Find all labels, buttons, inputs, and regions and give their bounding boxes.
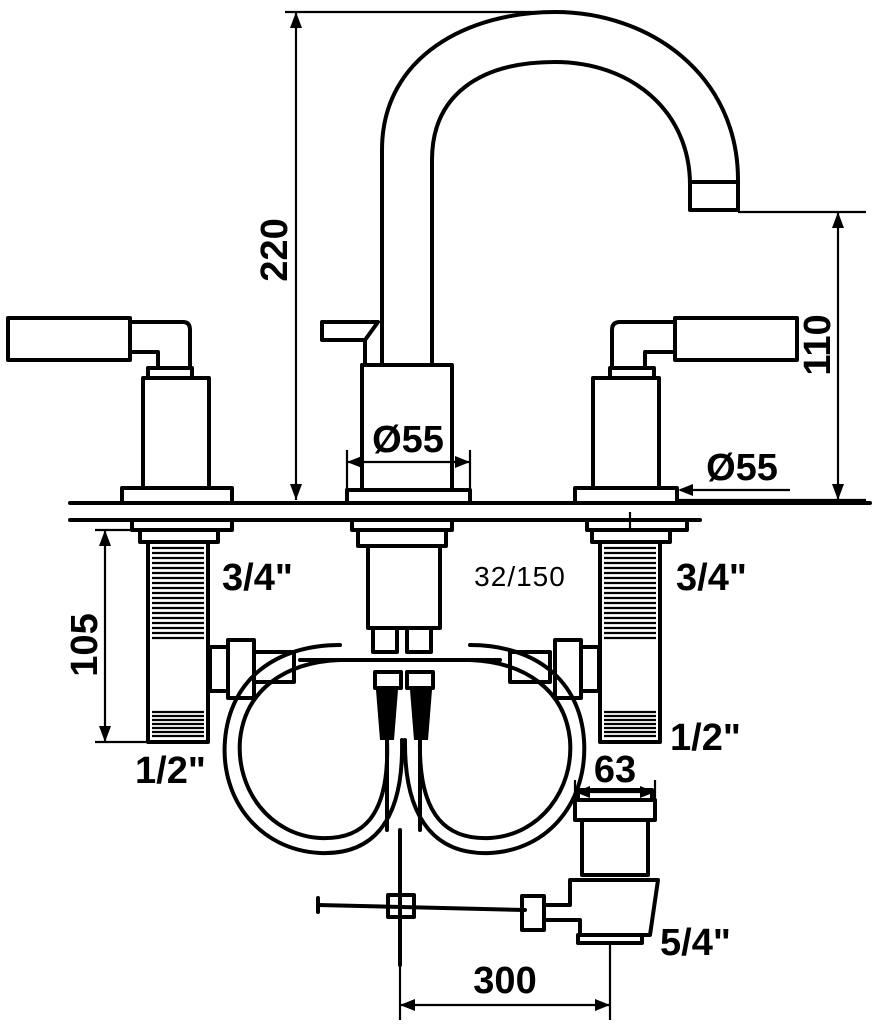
dimension-labels: 220 110 Ø55 Ø55 105 63 300 32/150 3/4" 3… xyxy=(64,218,839,1002)
thread-drain: 5/4" xyxy=(660,922,731,964)
supply-hoses xyxy=(208,638,601,856)
popup-drain xyxy=(316,788,660,967)
dim-63: 63 xyxy=(594,749,636,791)
right-shank xyxy=(585,518,689,744)
dim-105: 105 xyxy=(64,613,106,676)
countertop xyxy=(68,501,872,522)
thread-right-inlet: 3/4" xyxy=(676,557,747,599)
thread-left-outlet: 1/2" xyxy=(135,750,206,792)
thread-left-inlet: 3/4" xyxy=(222,557,293,599)
dim-110: 110 xyxy=(797,314,839,375)
left-handle xyxy=(6,316,234,505)
dim-300: 300 xyxy=(473,960,536,1002)
center-shank xyxy=(350,518,454,832)
dim-spout-diameter: Ø55 xyxy=(372,419,444,461)
right-shank-threads xyxy=(604,546,656,738)
right-handle xyxy=(573,316,799,505)
dim-220: 220 xyxy=(254,218,296,281)
dim-handle-diameter: Ø55 xyxy=(706,447,778,489)
left-shank-threads xyxy=(152,546,204,738)
thread-right-outlet: 1/2" xyxy=(670,717,741,759)
spout xyxy=(320,10,740,505)
dim-spout-connection: 32/150 xyxy=(474,561,566,592)
dimension-lines xyxy=(95,10,866,1020)
left-shank xyxy=(130,518,234,744)
